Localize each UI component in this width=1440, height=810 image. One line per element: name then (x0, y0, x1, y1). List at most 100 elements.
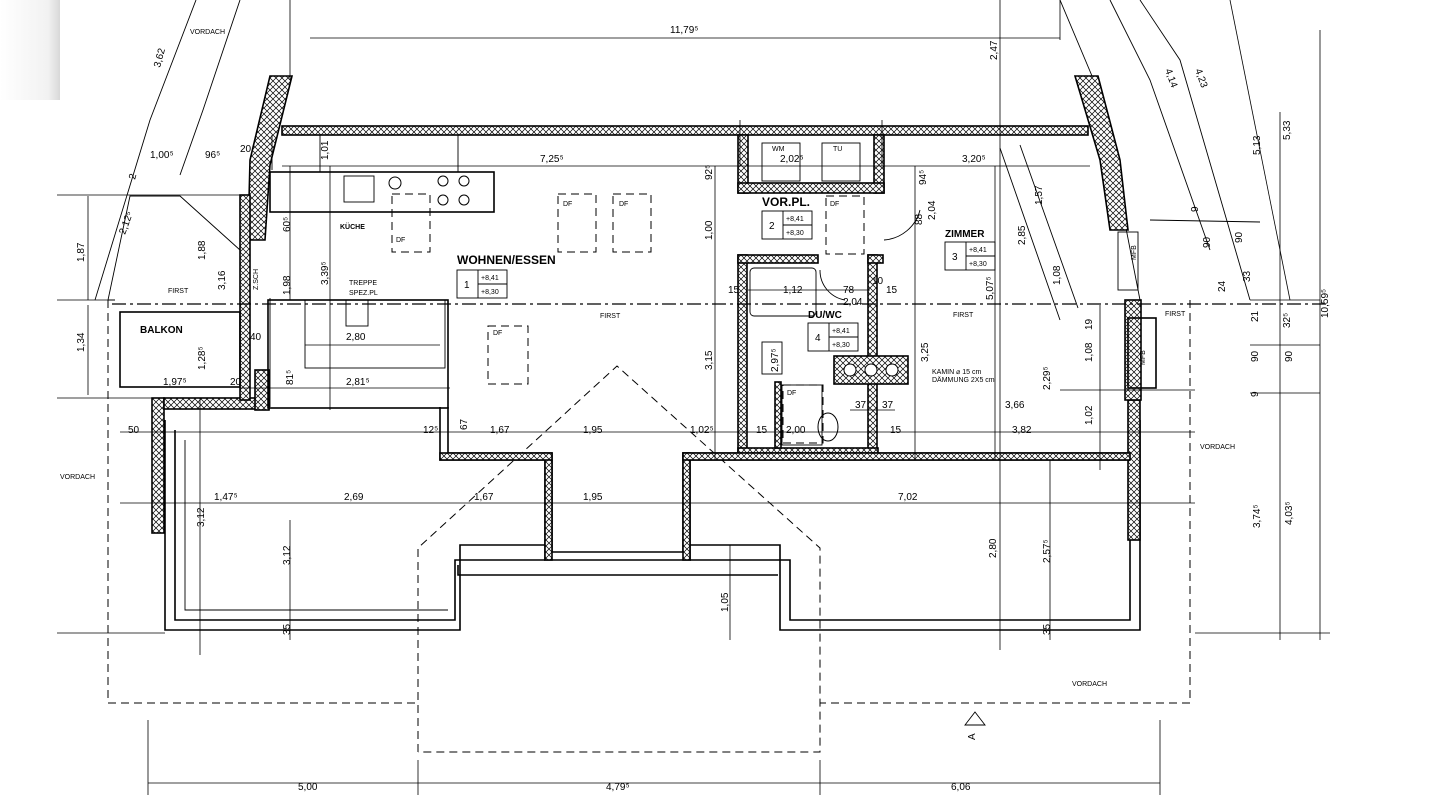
svg-text:1,95: 1,95 (583, 425, 603, 436)
svg-text:92⁵: 92⁵ (704, 165, 715, 180)
svg-text:VORDACH: VORDACH (1072, 681, 1107, 688)
svg-text:3,25: 3,25 (920, 342, 931, 362)
svg-text:MFB: MFB (1140, 350, 1147, 365)
svg-text:1,01: 1,01 (320, 140, 331, 160)
svg-text:4: 4 (815, 333, 821, 344)
svg-text:35: 35 (282, 623, 293, 635)
svg-text:FIRST: FIRST (168, 288, 189, 295)
room-label-wohnen: WOHNEN/ESSEN (457, 253, 556, 267)
svg-text:2,00: 2,00 (786, 425, 806, 436)
svg-text:+8,41: +8,41 (969, 247, 987, 254)
svg-text:24: 24 (1217, 280, 1228, 292)
svg-text:2,80: 2,80 (988, 538, 999, 558)
room-label-treppe: TREPPE (349, 280, 377, 287)
svg-text:DF: DF (563, 201, 572, 208)
svg-text:3,12: 3,12 (282, 545, 293, 565)
svg-text:96⁵: 96⁵ (205, 150, 220, 161)
svg-text:4,23: 4,23 (1192, 67, 1209, 89)
svg-text:2,57⁵: 2,57⁵ (1042, 539, 1053, 563)
svg-text:2,81⁵: 2,81⁵ (346, 377, 370, 388)
svg-text:VORDACH: VORDACH (60, 474, 95, 481)
svg-text:15: 15 (890, 425, 902, 436)
stair-area (267, 298, 449, 409)
svg-text:DF: DF (787, 390, 796, 397)
svg-text:35: 35 (1042, 623, 1053, 635)
svg-text:20: 20 (240, 144, 252, 155)
svg-text:7,02: 7,02 (898, 492, 918, 503)
svg-text:DF: DF (396, 237, 405, 244)
svg-text:3,15: 3,15 (704, 350, 715, 370)
room-label-duwc: DU/WC (808, 310, 842, 321)
svg-text:3,74⁵: 3,74⁵ (1252, 504, 1263, 528)
svg-text:11,79⁵: 11,79⁵ (670, 25, 698, 36)
svg-text:2,97⁵: 2,97⁵ (770, 348, 781, 372)
room-label-vorpl: VOR.PL. (762, 195, 810, 209)
svg-text:2,85: 2,85 (1017, 225, 1028, 245)
svg-text:37: 37 (855, 400, 867, 411)
svg-text:+8,30: +8,30 (481, 289, 499, 296)
svg-text:1,00⁵: 1,00⁵ (150, 150, 174, 161)
svg-text:+8,41: +8,41 (481, 275, 499, 282)
svg-text:1,67: 1,67 (474, 492, 494, 503)
dimension-lines (57, 0, 1330, 795)
svg-text:90: 90 (1250, 350, 1261, 362)
svg-text:1,97⁵: 1,97⁵ (163, 377, 187, 388)
svg-text:15: 15 (756, 425, 768, 436)
svg-text:1: 1 (464, 280, 470, 291)
svg-text:9: 9 (1250, 391, 1261, 397)
svg-text:TU: TU (833, 146, 842, 153)
svg-text:50: 50 (128, 425, 140, 436)
lower-outline (164, 420, 1141, 631)
svg-text:1,98: 1,98 (282, 275, 293, 295)
svg-text:1,05: 1,05 (720, 592, 731, 612)
svg-text:1,95: 1,95 (583, 492, 603, 503)
svg-text:VORDACH: VORDACH (1200, 444, 1235, 451)
svg-text:4,79⁵: 4,79⁵ (606, 782, 630, 793)
room-label-spezpl: SPEZ.PL (349, 290, 378, 297)
svg-text:3,20⁵: 3,20⁵ (962, 154, 986, 165)
svg-text:4,14: 4,14 (1162, 67, 1179, 89)
room-tag-1: 1 +8,41 +8,30 (456, 269, 508, 299)
svg-text:10,59⁵: 10,59⁵ (1320, 289, 1331, 318)
svg-text:6,06: 6,06 (951, 782, 971, 793)
svg-text:2,29⁵: 2,29⁵ (1042, 366, 1053, 390)
roof-windows (391, 193, 865, 444)
svg-text:2,80: 2,80 (346, 332, 366, 343)
svg-text:90: 90 (1202, 236, 1213, 248)
svg-text:60⁵: 60⁵ (282, 217, 293, 232)
room-tag-2: 2 +8,41 +8,30 (761, 210, 813, 240)
svg-text:DF: DF (830, 201, 839, 208)
svg-text:1,47⁵: 1,47⁵ (214, 492, 238, 503)
svg-text:5,07⁵: 5,07⁵ (985, 276, 996, 300)
svg-text:WM: WM (772, 146, 785, 153)
svg-text:2,04: 2,04 (843, 297, 863, 308)
svg-text:90: 90 (1284, 350, 1295, 362)
svg-text:5,13: 5,13 (1252, 135, 1263, 155)
svg-text:3: 3 (952, 252, 958, 263)
svg-text:19: 19 (1084, 318, 1095, 330)
svg-text:1,34: 1,34 (76, 332, 87, 352)
svg-text:32⁵: 32⁵ (1282, 313, 1293, 328)
svg-text:7,25⁵: 7,25⁵ (540, 154, 564, 165)
svg-text:+8,41: +8,41 (786, 216, 804, 223)
svg-text:+8,30: +8,30 (832, 342, 850, 349)
svg-text:1,67: 1,67 (490, 425, 510, 436)
svg-text:FIRST: FIRST (600, 313, 621, 320)
section-label: A (967, 733, 978, 740)
scan-edge-shade (0, 0, 60, 100)
svg-text:15: 15 (728, 285, 740, 296)
annotations: VORDACH VORDACH VORDACH VORDACH FIRST FI… (60, 29, 1235, 688)
svg-text:DF: DF (493, 330, 502, 337)
svg-text:1,08: 1,08 (1052, 265, 1063, 285)
svg-text:2,04: 2,04 (927, 200, 938, 220)
svg-text:20: 20 (230, 377, 242, 388)
svg-text:DÄMMUNG 2X5 cm: DÄMMUNG 2X5 cm (932, 376, 995, 384)
svg-text:67: 67 (459, 418, 470, 430)
svg-text:2,69: 2,69 (344, 492, 364, 503)
svg-text:3,16: 3,16 (217, 270, 228, 290)
svg-text:78: 78 (843, 285, 855, 296)
svg-text:FIRST: FIRST (1165, 311, 1186, 318)
svg-text:+8,30: +8,30 (786, 230, 804, 237)
right-window-detail (999, 144, 1261, 389)
room-label-balkon: BALKON (140, 325, 183, 336)
